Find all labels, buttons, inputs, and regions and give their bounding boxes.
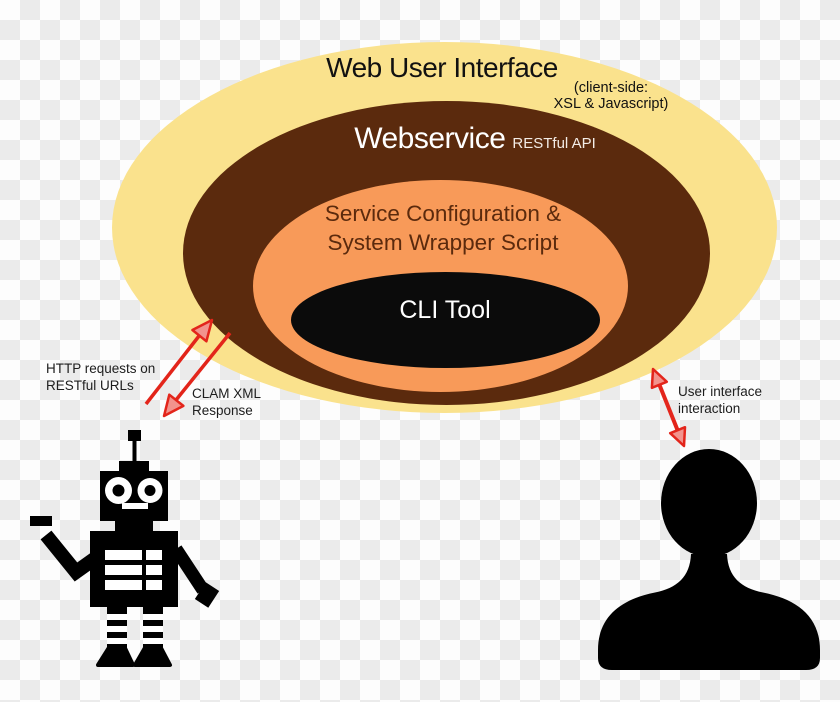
webservice-layer-label-row: Webservice RESTful API: [325, 122, 625, 156]
web-ui-layer-label: Web User Interface: [326, 52, 558, 83]
user-silhouette-icon: [598, 449, 820, 670]
webservice-layer-sublabel: RESTful API: [512, 135, 596, 152]
ui-interaction-arrow: [650, 367, 687, 448]
robot-leg-stripes: [107, 614, 163, 644]
webservice-layer-label: Webservice: [354, 122, 506, 155]
clam-response-annotation: CLAM XML Response: [192, 386, 262, 418]
service-config-layer-label: Service Configuration & System Wrapper S…: [324, 201, 562, 255]
web-ui-layer-sublabel: (client-side: XSL & Javascript): [553, 80, 669, 112]
http-request-arrow: [144, 318, 214, 406]
http-requests-annotation: HTTP requests on RESTful URLs: [46, 361, 156, 393]
robot-icon: [30, 430, 220, 667]
cli-tool-layer-label: CLI Tool: [399, 296, 491, 324]
layer-cli-tool: [291, 272, 600, 368]
clam-response-arrow: [162, 331, 232, 418]
robot-chest-grid: [105, 550, 162, 590]
ui-interaction-annotation: User interface interaction: [678, 384, 763, 416]
